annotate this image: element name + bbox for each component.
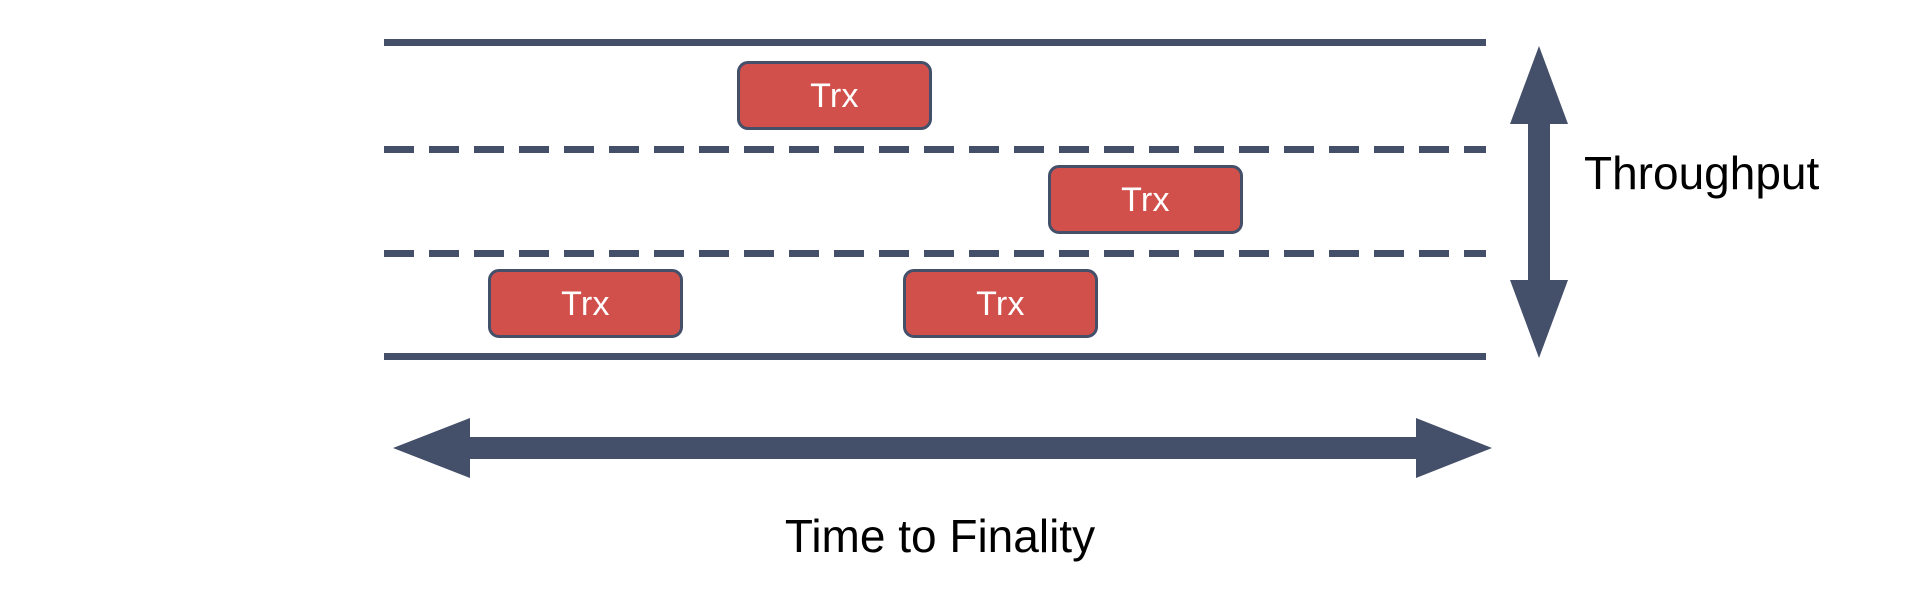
lane-boundary-bottom-solid xyxy=(384,353,1486,360)
time-to-finality-axis-label: Time to Finality xyxy=(784,510,1096,562)
lane-boundary-top-solid xyxy=(384,39,1486,46)
transaction-box[interactable]: Trx xyxy=(1048,165,1243,234)
throughput-double-arrow-icon xyxy=(1510,46,1568,358)
throughput-axis-label: Throughput xyxy=(1584,147,1820,199)
transaction-box[interactable]: Trx xyxy=(903,269,1098,338)
lane-boundary-middle-upper-dashed xyxy=(384,146,1486,153)
time-to-finality-double-arrow-icon xyxy=(393,418,1492,478)
transaction-box[interactable]: Trx xyxy=(488,269,683,338)
transaction-box[interactable]: Trx xyxy=(737,61,932,130)
lane-boundary-middle-lower-dashed xyxy=(384,250,1486,257)
